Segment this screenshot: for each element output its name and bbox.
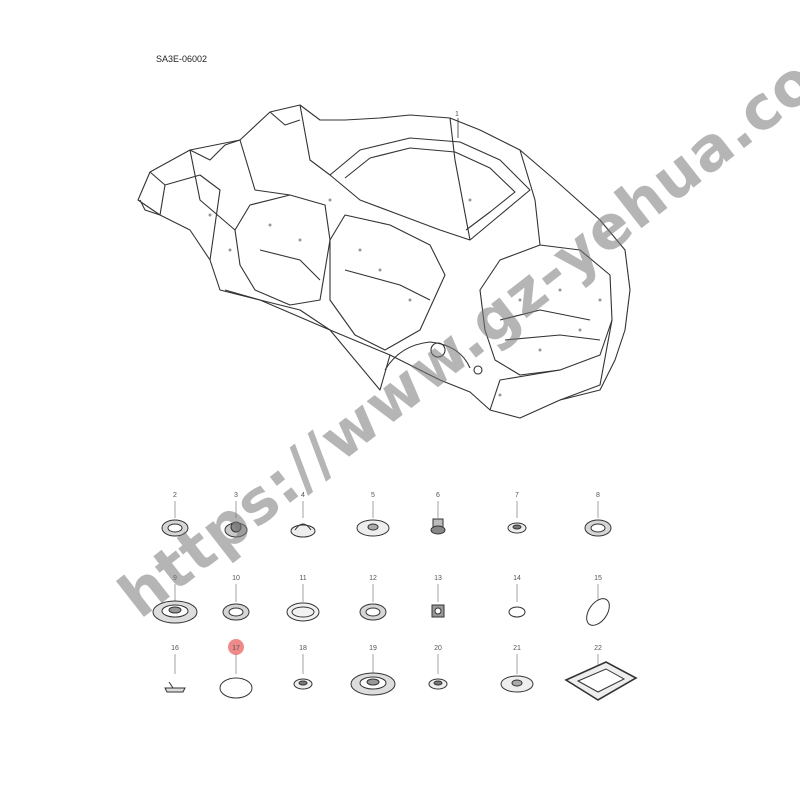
part-18[interactable]: 18 bbox=[293, 645, 313, 690]
front-door-opening bbox=[234, 194, 331, 306]
part-21[interactable]: 21 bbox=[500, 645, 534, 693]
part-22[interactable]: 22 bbox=[564, 645, 638, 701]
part-number-label: 10 bbox=[232, 575, 240, 582]
part-8[interactable]: 8 bbox=[584, 492, 612, 537]
small-plug-icon bbox=[428, 678, 448, 690]
ring-grommet-icon bbox=[359, 603, 387, 621]
part-number-label: 9 bbox=[173, 575, 177, 582]
part-14[interactable]: 14 bbox=[508, 575, 526, 618]
flat-plug-icon bbox=[500, 675, 534, 693]
part-number-label: 18 bbox=[299, 645, 307, 652]
ring-grommet-icon bbox=[161, 519, 189, 537]
part-number-label: 19 bbox=[369, 645, 377, 652]
part-number-label: 6 bbox=[436, 492, 440, 499]
roof-opening bbox=[329, 137, 531, 241]
part-number-label: 2 bbox=[173, 492, 177, 499]
part-number-label: 7 bbox=[515, 492, 519, 499]
part-12[interactable]: 12 bbox=[359, 575, 387, 621]
part-19[interactable]: 19 bbox=[350, 645, 396, 696]
part-number-label: 11 bbox=[299, 575, 306, 582]
flat-plug-icon bbox=[356, 519, 390, 537]
part-number-label: 15 bbox=[594, 575, 602, 582]
part-number-label: 4 bbox=[301, 492, 305, 499]
part-11[interactable]: 11 bbox=[286, 575, 320, 622]
clip-plug-icon bbox=[224, 521, 248, 538]
part-4[interactable]: 4 bbox=[290, 492, 316, 538]
part-number-label: 3 bbox=[234, 492, 238, 499]
part-13[interactable]: 13 bbox=[431, 575, 445, 618]
part-number-label: 17 bbox=[232, 645, 240, 652]
nut-icon bbox=[430, 518, 446, 535]
part-15[interactable]: 15 bbox=[582, 575, 614, 629]
part-number-label: 16 bbox=[171, 645, 179, 652]
rear-hatch-opening bbox=[479, 244, 613, 376]
ring-grommet-icon bbox=[584, 519, 612, 537]
large-ring-icon bbox=[152, 600, 198, 624]
rear-door-opening bbox=[329, 214, 446, 351]
small-plug-icon bbox=[507, 522, 527, 534]
part-number-label: 5 bbox=[371, 492, 375, 499]
part-9[interactable]: 9 bbox=[152, 575, 198, 624]
part-20[interactable]: 20 bbox=[428, 645, 448, 690]
oval-plug-icon bbox=[286, 602, 320, 622]
square-nut-icon bbox=[431, 604, 445, 618]
part-16[interactable]: 16 bbox=[164, 645, 186, 693]
wheel-arch bbox=[384, 341, 471, 371]
highlight-marker bbox=[228, 639, 244, 655]
cap-plug-icon bbox=[290, 523, 316, 538]
part-2[interactable]: 2 bbox=[161, 492, 189, 537]
part-3[interactable]: 3 bbox=[224, 492, 248, 538]
part-17[interactable]: 17 bbox=[219, 639, 253, 699]
part-number-label: 22 bbox=[594, 645, 602, 652]
ring-grommet-icon bbox=[222, 603, 250, 621]
part-number-label: 12 bbox=[369, 575, 377, 582]
part-1-label: 1 bbox=[455, 111, 459, 118]
part-number-label: 20 bbox=[434, 645, 442, 652]
part-number-label: 13 bbox=[434, 575, 442, 582]
part-7[interactable]: 7 bbox=[507, 492, 527, 534]
diagram-code: SA3E-06002 bbox=[156, 54, 208, 64]
small-plug-icon bbox=[293, 678, 313, 690]
part-number-label: 14 bbox=[513, 575, 521, 582]
frame-icon bbox=[564, 661, 638, 701]
oval-disc-icon bbox=[586, 598, 610, 626]
part-6[interactable]: 6 bbox=[430, 492, 446, 535]
part-number-label: 8 bbox=[596, 492, 600, 499]
part-10[interactable]: 10 bbox=[222, 575, 250, 621]
tape-icon bbox=[164, 681, 186, 693]
disc-icon bbox=[219, 677, 253, 699]
body-outline bbox=[137, 104, 631, 419]
small-disc-icon bbox=[508, 606, 526, 618]
large-ring-icon bbox=[350, 672, 396, 696]
parts-grid: 2 3 4 5 6 7 8 9 10 11 12 13 14 15 16 17 18 19 20 21 22 bbox=[152, 492, 638, 701]
part-number-label: 21 bbox=[513, 645, 521, 652]
part-5[interactable]: 5 bbox=[356, 492, 390, 537]
